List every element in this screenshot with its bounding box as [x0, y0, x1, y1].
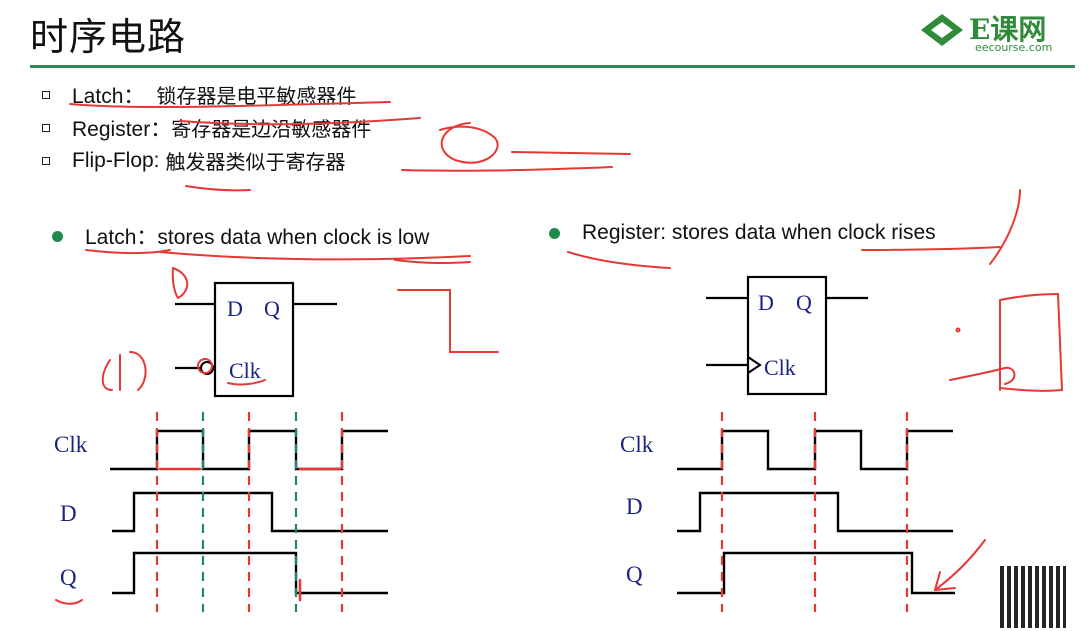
register-heading: Register: stores data when clock rises	[549, 221, 936, 245]
annotation-stroke	[101, 351, 147, 391]
bullet-desc: 触发器类似于寄存器	[165, 150, 346, 174]
annotation-stroke	[159, 251, 471, 261]
latch-q-label: Q	[264, 296, 280, 321]
register-q-label: Q	[796, 290, 812, 315]
annotation-stroke	[55, 599, 83, 605]
annotation-stroke	[567, 251, 671, 269]
latch-q-wave	[112, 551, 388, 595]
bullet-desc: 寄存器是边沿敏感器件	[171, 117, 372, 141]
logo-subtext: eecourse.com	[975, 41, 1053, 54]
annotation-stroke	[185, 185, 251, 192]
eecourse-logo: E课网 eecourse.com	[917, 8, 1077, 54]
list-item: Register： 寄存器是边沿敏感器件	[42, 111, 371, 144]
register-q-wave	[677, 551, 955, 595]
register-d-wave	[677, 491, 953, 533]
bullet-term: Register：	[72, 117, 172, 141]
page-title: 时序电路	[30, 15, 187, 59]
latch-d-label: D	[227, 296, 243, 321]
square-bullet-icon	[42, 90, 50, 99]
latch-clk-label: Clk	[229, 358, 261, 383]
annotation-dot	[955, 327, 961, 333]
annotation-stroke	[439, 122, 499, 164]
latch-waveforms: Clk D Q	[54, 412, 388, 612]
register-clk-label: Clk	[764, 355, 796, 380]
qr-code	[1000, 566, 1066, 628]
register-waveforms: Clk D Q	[620, 412, 955, 612]
register-heading-text: Register: stores data when clock rises	[582, 221, 936, 244]
square-bullet-icon	[42, 156, 50, 165]
logo-diamond-icon	[921, 14, 963, 46]
annotation-stroke	[999, 292, 1064, 392]
annotation-stroke	[69, 101, 391, 109]
annotation-stroke	[401, 166, 613, 172]
annotation-stroke	[397, 289, 499, 353]
register-wave-clk-label: Clk	[620, 432, 654, 457]
round-bullet-icon	[549, 227, 560, 239]
annotation-stroke	[227, 379, 266, 386]
arrow-annotation	[934, 539, 986, 591]
header-divider	[30, 65, 1075, 68]
annotation-circle	[197, 358, 213, 374]
list-item: Flip-Flop: 触发器类似于寄存器	[42, 144, 371, 177]
latch-wave-q-label: Q	[60, 565, 77, 590]
register-block: D Q Clk	[706, 275, 868, 396]
latch-wave-d-label: D	[60, 501, 77, 526]
annotation-stroke	[394, 259, 471, 265]
logo-brand: E课网	[969, 13, 1047, 46]
list-item: Latch： 锁存器是电平敏感器件	[42, 78, 371, 111]
register-d-label: D	[758, 290, 774, 315]
bullet-term: Latch：	[72, 84, 145, 108]
square-bullet-icon	[42, 123, 50, 132]
annotation-stroke	[171, 267, 189, 299]
round-bullet-icon	[52, 230, 63, 242]
clock-edge-triangle-icon	[747, 356, 762, 374]
latch-heading: Latch：stores data when clock is low	[52, 221, 429, 251]
definitions-list: Latch： 锁存器是电平敏感器件 Register： 寄存器是边沿敏感器件 F…	[42, 78, 371, 177]
latch-block: D Q Clk	[175, 281, 337, 398]
annotation-stroke	[861, 246, 1001, 251]
register-wave-d-label: D	[626, 494, 643, 519]
annotation-stroke	[511, 151, 631, 155]
latch-wave-clk-label: Clk	[54, 432, 88, 457]
red-handwritten-annotations	[55, 101, 1064, 605]
annotation-stroke	[85, 249, 171, 254]
annotation-stroke	[179, 117, 421, 126]
bullet-term: Flip-Flop:	[72, 148, 160, 172]
latch-heading-text: Latch：stores data when clock is low	[85, 226, 430, 249]
annotation-stroke	[949, 366, 1016, 385]
register-wave-q-label: Q	[626, 562, 643, 587]
annotation-stroke	[989, 189, 1021, 265]
